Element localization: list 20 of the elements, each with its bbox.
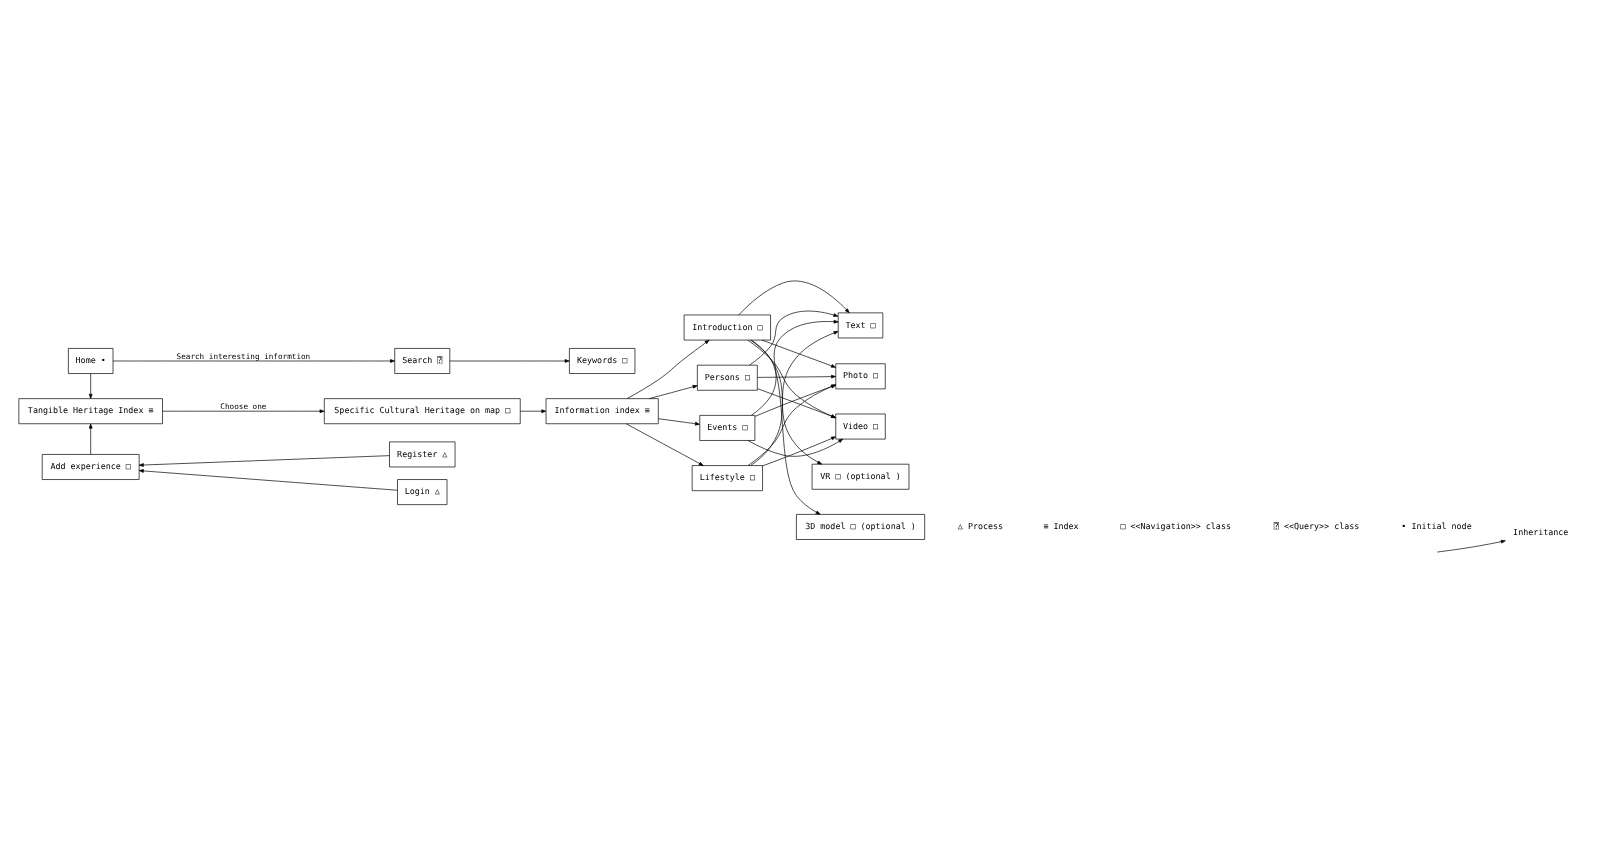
arrow — [762, 435, 836, 466]
arrow — [162, 408, 325, 412]
arrow — [449, 358, 570, 362]
arrow — [138, 468, 398, 490]
arrow — [625, 422, 704, 465]
arrow — [138, 454, 390, 466]
arrow — [750, 338, 823, 464]
arrow — [112, 358, 395, 362]
arrow — [749, 309, 839, 365]
arrow — [757, 373, 836, 378]
arrow — [761, 338, 836, 367]
arrow — [747, 437, 844, 456]
arrow — [658, 417, 700, 425]
arrow — [88, 422, 93, 454]
arrow — [751, 338, 821, 514]
arrow — [519, 408, 547, 412]
arrow — [738, 279, 850, 315]
arrow — [648, 384, 698, 398]
arrow — [626, 338, 710, 398]
arrow — [88, 372, 93, 398]
